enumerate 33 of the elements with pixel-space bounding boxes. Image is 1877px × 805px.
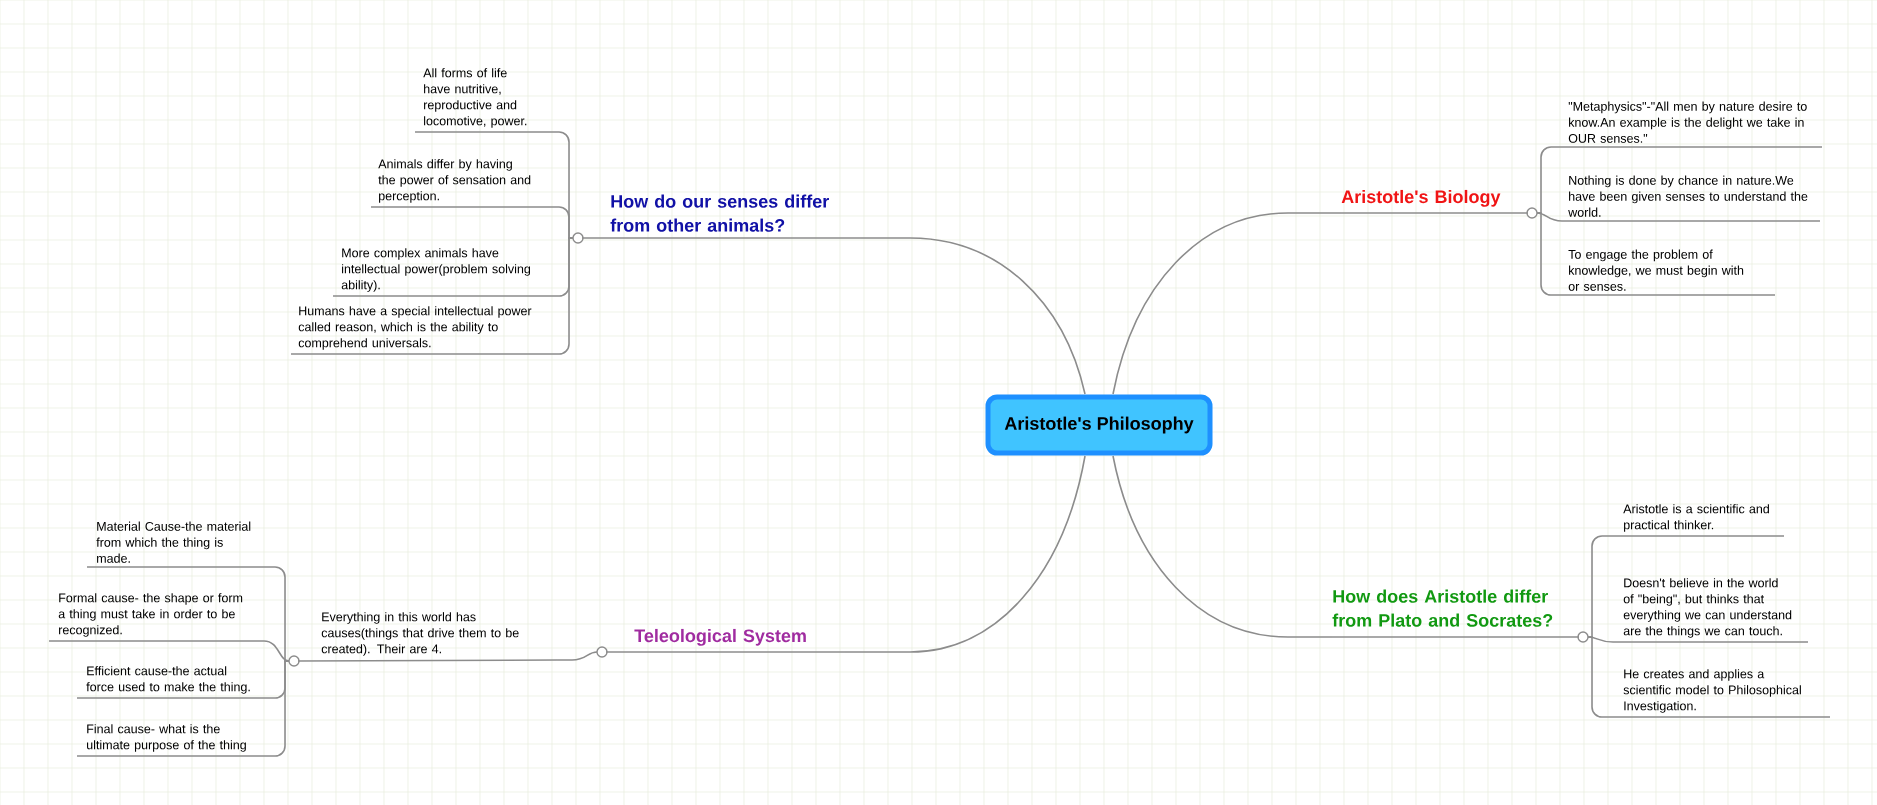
branch-line [843,455,1086,653]
branch-line [297,659,558,662]
branch-line [290,237,574,355]
topic-heading: How do our senses differ from other animals? [610,194,829,232]
branch-line [1587,636,1831,718]
subtopic-text: Animals differ by having the power of sensation and perception. [378,159,531,203]
central-topic-box: Aristotle's Philosophy [985,394,1213,456]
subtopic-text: Material Cause-the material from which the thing is made. [96,521,251,563]
topic-heading: Teleological System [634,628,806,646]
subtopic-text: Everything in this world has causes(things that drive them to be created). Their are 4. [321,612,519,656]
branch-line [1112,455,1333,638]
branch-line [556,651,598,661]
branch-line [1331,636,1580,638]
branch-line [859,237,1086,395]
subtopic-text: Formal cause- the shape or form a thing must take in order to be recognized. [58,593,243,637]
subtopic-text: Doesn't believe in the world of "being", but thinks that everything we can understand are the things we can touch. [1623,578,1792,638]
subtopic-text: He creates and applies a scientific model to Philosophical Investigation. [1623,669,1801,713]
topic-heading: Aristotle's Biology [1341,189,1501,207]
subtopic-text: To engage the problem of knowledge, we must begin with or senses. [1568,249,1744,291]
subtopic-text: Humans have a special intellectual power called reason, which is the ability to comprehend universals. [298,306,532,350]
subtopic-text: All forms of life have nutritive, reproductive and locomotive, power. [423,68,527,128]
branch-line [1536,212,1776,296]
topic-heading: How does Aristotle differ from Plato and Socrates? [1332,589,1553,627]
subtopic-text: "Metaphysics"-"All men by nature desire to know.An example is the delight we take in OUR senses." [1568,101,1807,143]
branch-line [581,237,861,239]
subtopic-text: Final cause- what is the ultimate purpose of the thing [87,724,246,752]
branch-line [1112,212,1342,395]
subtopic-text: Aristotle is a scientific and practical thinker. [1623,504,1769,532]
branch-line [605,651,845,653]
subtopic-text: Efficient cause-the actual force used to make the thing. [86,666,250,694]
subtopic-text: More complex animals have intellectual power(problem solving ability). [341,248,531,292]
subtopic-text: Nothing is done by chance in nature.We have been given senses to understand the world. [1568,175,1808,217]
branch-line [1340,212,1529,214]
